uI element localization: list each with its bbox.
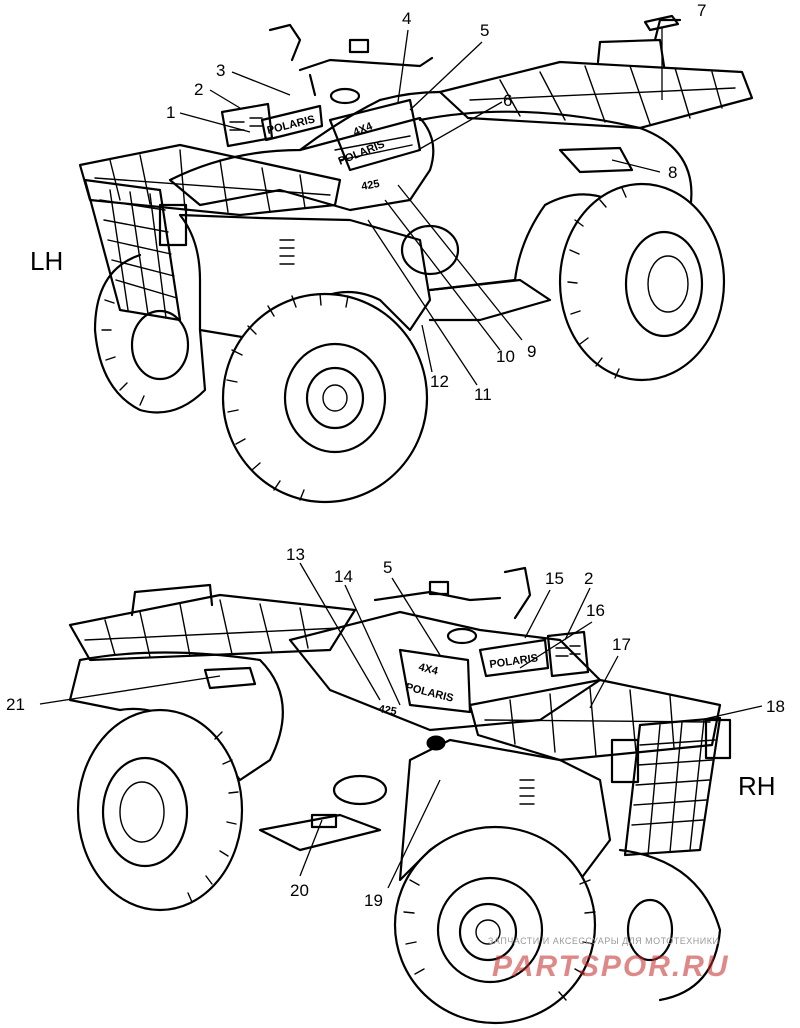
- atv-left-view: 4X4 POLARIS 425 POLARIS: [78, 14, 754, 504]
- front-grille-right: [610, 716, 732, 857]
- fuel-cap: [329, 87, 361, 105]
- rear-wheel-right: [76, 708, 244, 912]
- callout-number: 20: [290, 881, 309, 900]
- callout-number: 3: [216, 61, 225, 80]
- callout-number: 6: [503, 91, 512, 110]
- callout-number: 11: [474, 385, 492, 404]
- callout-number: 18: [766, 697, 785, 716]
- rear-fender-decal-right: [203, 666, 257, 690]
- front-wheel-left-far: [93, 253, 207, 414]
- callout-number: 1: [166, 103, 175, 122]
- front-rack-right: [468, 678, 722, 762]
- callout-number: 8: [668, 163, 677, 182]
- callout-number: 2: [584, 569, 593, 588]
- callout-number: 19: [364, 891, 383, 910]
- hood-decal-text-right: POLARIS: [489, 652, 539, 671]
- side-label-left: LH: [30, 246, 63, 276]
- decal-brand-text: POLARIS: [337, 138, 387, 167]
- fuel-cap-right: [446, 627, 478, 645]
- callout-number: 14: [334, 567, 353, 586]
- callout-number: 12: [430, 372, 449, 391]
- decal-number-text-right: 425: [377, 703, 397, 718]
- callout-number: 13: [286, 545, 305, 564]
- watermark-site: PARTSPOR.RU: [492, 950, 730, 983]
- body-side-left: [168, 116, 435, 212]
- decal-model-text: 4X4: [352, 120, 375, 139]
- rear-fender-decal: [558, 146, 634, 174]
- rear-rack-left: [438, 18, 754, 130]
- callout-number: 21: [6, 695, 25, 714]
- decal-brand-text-right: POLARIS: [404, 681, 454, 704]
- watermark-tagline: ЗАПЧАСТИ И АКСЕССУАРЫ ДЛЯ МОТОТЕХНИКИ: [488, 936, 719, 946]
- side-label-right: RH: [738, 771, 776, 801]
- callout-number: 4: [402, 9, 411, 28]
- atv-right-view: 4X4 POLARIS 425 POLARIS: [39, 562, 763, 1025]
- rack-tag-decal: [643, 14, 680, 32]
- callout-number: 15: [545, 569, 564, 588]
- decal-number-text: 425: [360, 178, 380, 193]
- callout-number: 17: [612, 635, 631, 654]
- callout-number: 2: [194, 80, 203, 99]
- callout-numbers: 1 2 3 4 5 6 7 8 9 10 11 12 13 14 5 15 2 …: [6, 1, 785, 910]
- callout-number: 5: [480, 21, 489, 40]
- callout-number: 5: [383, 558, 392, 577]
- rear-rack-right: [68, 583, 357, 662]
- watermark: ЗАПЧАСТИ И АКСЕССУАРЫ ДЛЯ МОТОТЕХНИКИ PA…: [488, 936, 730, 983]
- handlebar-right: [373, 566, 532, 620]
- callout-number: 16: [586, 601, 605, 620]
- front-wheel-left: [221, 292, 429, 504]
- front-wheel-right: [393, 825, 597, 1025]
- decal-model-text-right: 4X4: [417, 661, 440, 678]
- callout-number: 7: [697, 1, 706, 20]
- handlebar-left: [268, 23, 434, 97]
- callout-number: 9: [527, 342, 536, 361]
- front-rack-left: [78, 143, 342, 217]
- rear-wheel-left: [558, 182, 726, 382]
- callout-number: 10: [496, 347, 515, 366]
- engine-cover-right: [332, 774, 388, 806]
